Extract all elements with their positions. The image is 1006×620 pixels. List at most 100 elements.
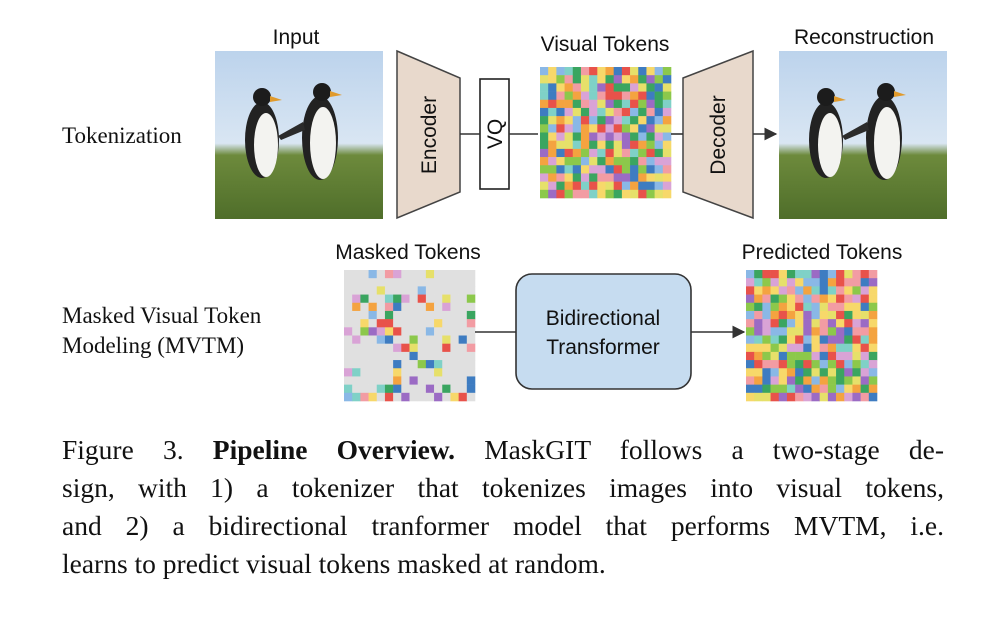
visual-token-cell (646, 181, 655, 191)
visual-token-cell (580, 165, 590, 174)
masked-token-cell (360, 351, 369, 361)
visual-token-cell (621, 75, 631, 84)
masked-token-cell (376, 310, 386, 320)
predicted-token-cell (778, 294, 788, 304)
predicted-token-cell (762, 327, 771, 336)
masked-token-cell (458, 286, 468, 295)
masked-token-cell (376, 351, 386, 361)
header-predicted-tokens: Predicted Tokens (742, 241, 903, 264)
visual-token-cell (589, 67, 598, 76)
visual-token-cell (654, 157, 664, 166)
visual-token-cell (580, 181, 590, 191)
predicted-token-cell (860, 376, 870, 385)
caption-line-3: and 2) a bidirectional tranformer model … (62, 510, 944, 541)
masked-token-cell (409, 368, 418, 377)
visual-token-cell (662, 91, 672, 101)
visual-token-cell (556, 91, 565, 101)
masked-token-cell (417, 343, 427, 353)
masked-token-cell (458, 270, 468, 279)
masked-token-cell (442, 368, 451, 377)
predicted-token-cell (836, 351, 845, 361)
predicted-token-cell (844, 294, 853, 304)
predicted-token-cell (778, 351, 788, 361)
visual-token-cell (613, 124, 623, 133)
masked-tokens-grid (344, 270, 476, 402)
visual-token-cell (654, 140, 664, 150)
visual-token-cell (638, 148, 647, 158)
masked-token-cell (368, 360, 378, 369)
predicted-token-cell (836, 368, 845, 377)
predicted-token-cell (819, 376, 829, 385)
predicted-token-cell (786, 384, 796, 394)
predicted-token-cell (844, 302, 853, 312)
masked-token-cell (442, 376, 451, 385)
predicted-token-cell (860, 384, 870, 394)
predicted-token-cell (860, 294, 870, 304)
visual-token-cell (597, 189, 606, 199)
masked-token-cell (360, 319, 369, 328)
predicted-token-cell (811, 294, 820, 304)
predicted-token-cell (852, 384, 861, 394)
predicted-token-cell (778, 319, 788, 328)
masked-token-cell (458, 376, 468, 385)
predicted-token-cell (811, 368, 820, 377)
masked-token-cell (360, 310, 369, 320)
masked-token-cell (417, 335, 427, 344)
visual-token-cell (630, 165, 639, 174)
visual-token-cell (621, 173, 631, 182)
visual-token-cell (556, 83, 565, 92)
masked-token-cell (352, 327, 361, 336)
predicted-token-cell (770, 319, 780, 328)
masked-token-cell (417, 327, 427, 336)
predicted-token-cell (754, 368, 763, 377)
visual-token-cell (540, 99, 549, 109)
visual-token-cell (597, 83, 606, 92)
predicted-token-cell (803, 384, 812, 394)
masked-token-cell (393, 319, 402, 328)
masked-token-cell (434, 376, 443, 385)
predicted-token-cell (836, 302, 845, 312)
predicted-token-cell (860, 319, 870, 328)
predicted-token-cell (778, 360, 788, 369)
masked-token-cell (401, 351, 410, 361)
masked-token-cell (393, 376, 402, 385)
masked-token-cell (425, 270, 435, 279)
visual-token-cell (605, 91, 614, 101)
predicted-token-cell (754, 351, 763, 361)
masked-token-cell (434, 286, 443, 295)
masked-token-cell (376, 360, 386, 369)
visual-token-cell (548, 165, 557, 174)
predicted-token-cell (762, 376, 771, 385)
masked-token-cell (409, 335, 418, 344)
masked-token-cell (401, 302, 410, 312)
masked-token-cell (409, 302, 418, 312)
masked-token-cell (344, 294, 353, 304)
visual-token-cell (654, 75, 664, 84)
visual-token-cell (662, 148, 672, 158)
predicted-token-cell (868, 343, 878, 353)
masked-token-cell (442, 360, 451, 369)
visual-token-cell (605, 116, 614, 125)
visual-token-cell (605, 157, 614, 166)
predicted-token-cell (819, 294, 829, 304)
caption-line-1: Figure 3. Pipeline Overview. MaskGIT fol… (62, 431, 944, 469)
visual-token-cell (540, 75, 549, 84)
predicted-token-cell (770, 343, 780, 353)
row-label-mvtm-line1: Masked Visual Token (62, 303, 262, 328)
masked-token-cell (352, 278, 361, 287)
masked-token-cell (384, 384, 394, 394)
masked-token-cell (409, 278, 418, 287)
predicted-token-cell (762, 294, 771, 304)
masked-token-cell (442, 302, 451, 312)
masked-token-cell (409, 343, 418, 353)
visual-token-cell (597, 157, 606, 166)
visual-token-cell (589, 165, 598, 174)
predicted-token-cell (795, 392, 804, 402)
visual-token-cell (630, 91, 639, 101)
masked-token-cell (450, 310, 459, 320)
visual-token-cell (638, 75, 647, 84)
visual-token-cell (613, 116, 623, 125)
predicted-token-cell (868, 278, 878, 287)
predicted-token-cell (868, 368, 878, 377)
predicted-token-cell (827, 360, 837, 369)
